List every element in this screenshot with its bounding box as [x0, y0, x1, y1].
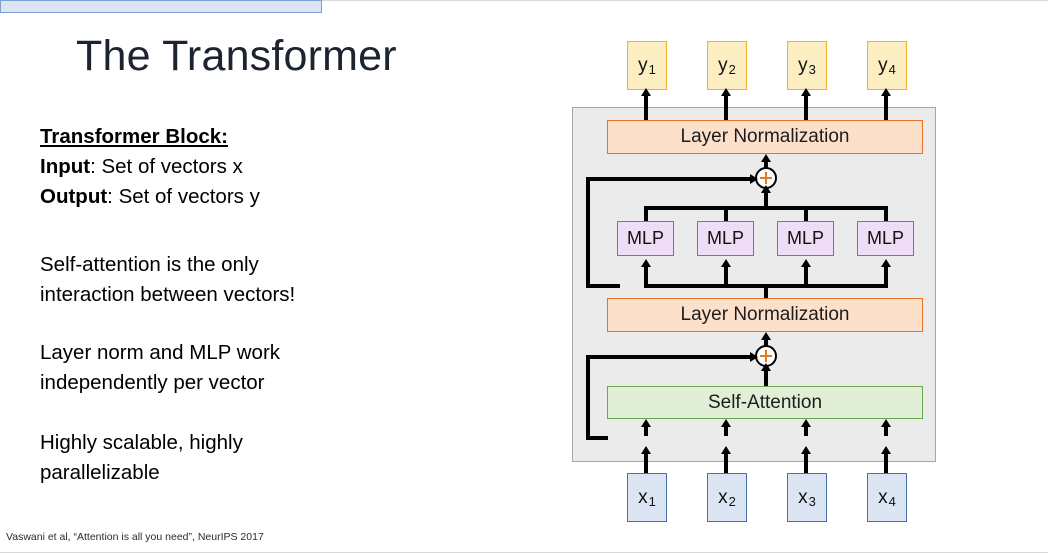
- paragraph-layer-norm: Layer norm and MLP work independently pe…: [40, 338, 280, 398]
- arrowhead-to-mlp3: [800, 259, 811, 267]
- output-box-y2: y2: [707, 41, 747, 90]
- arrowhead-bus-to-attention-3: [800, 419, 811, 427]
- input-box-x4: x4: [867, 473, 907, 522]
- wire-bus-to-attention-3: [804, 426, 808, 436]
- wire-x2-to-bus: [724, 453, 728, 475]
- wire-x3-to-bus: [804, 453, 808, 475]
- input-box-x3: x3: [787, 473, 827, 522]
- paragraph-line: parallelizable: [40, 461, 160, 484]
- arrowhead-x2-to-bus: [720, 446, 731, 454]
- paragraph-line: Layer norm and MLP work: [40, 341, 281, 364]
- wire-skip-top-vertical: [586, 177, 590, 288]
- wire-bus-to-attention-2: [724, 426, 728, 436]
- input-vector-bus: [0, 0, 322, 13]
- input-label-x1: x1: [638, 486, 656, 509]
- wire-skip-top-horizontal: [586, 177, 756, 181]
- mlp-box-1: MLP: [617, 221, 674, 256]
- input-label-x3: x3: [798, 486, 816, 509]
- output-label-y1: y1: [638, 54, 656, 77]
- wire-ln-to-y1: [644, 95, 648, 120]
- output-label-y2: y2: [718, 54, 736, 77]
- input-label-x2: x2: [718, 486, 736, 509]
- arrowhead-to-mlp2: [720, 259, 731, 267]
- output-label-y4: y4: [878, 54, 896, 77]
- wire-bus-to-attention-4: [884, 426, 888, 436]
- output-text: : Set of vectors y: [107, 185, 260, 208]
- arrowhead-mlp-merge-to-plus: [760, 185, 771, 193]
- wire-skip-bottom-vertical: [586, 355, 590, 440]
- output-label: Output: [40, 185, 108, 208]
- input-text: : Set of vectors x: [90, 155, 243, 178]
- arrowhead-bus-to-attention-2: [720, 419, 731, 427]
- wire-x1-to-bus: [644, 453, 648, 475]
- wire-skip-bottom-horizontal: [586, 355, 756, 359]
- arrowhead-to-mlp4: [880, 259, 891, 267]
- mlp-box-3: MLP: [777, 221, 834, 256]
- arrowhead-x3-to-bus: [800, 446, 811, 454]
- wire-to-mlp2: [724, 266, 728, 284]
- output-box-y1: y1: [627, 41, 667, 90]
- summary-heading: Transformer Block:: [40, 125, 228, 148]
- paragraph-line: interaction between vectors!: [40, 283, 296, 306]
- wire-to-mlp3: [804, 266, 808, 284]
- paragraph-self-attention: Self-attention is the only interaction b…: [40, 250, 295, 310]
- wire-plus-top-to-ln: [764, 162, 768, 169]
- arrowhead-plus-bottom-to-ln: [760, 332, 771, 340]
- arrowhead-to-y1: [640, 88, 651, 96]
- wire-ln-bottom-to-mlp-bus: [764, 284, 768, 299]
- wire-mlp1-output: [644, 206, 648, 223]
- wire-mlp2-output: [724, 206, 728, 223]
- wire-mlp3-output: [804, 206, 808, 223]
- layer-normalization-bottom: Layer Normalization: [607, 298, 923, 332]
- input-box-x2: x2: [707, 473, 747, 522]
- wire-skip-top-tap: [586, 284, 620, 288]
- page-title: The Transformer: [76, 32, 397, 80]
- wire-attention-to-plus: [764, 368, 768, 386]
- input-label: Input: [40, 155, 91, 178]
- wire-plus-bottom-to-ln: [764, 340, 768, 347]
- wire-ln-to-y4: [884, 95, 888, 120]
- mlp-box-2: MLP: [697, 221, 754, 256]
- wire-mlp4-output: [884, 206, 888, 223]
- output-box-y4: y4: [867, 41, 907, 90]
- arrowhead-to-y2: [720, 88, 731, 96]
- arrowhead-x4-to-bus: [880, 446, 891, 454]
- transformer-block-summary: Transformer Block: Input: Set of vectors…: [40, 122, 260, 212]
- arrowhead-x1-to-bus: [640, 446, 651, 454]
- input-label-x4: x4: [878, 486, 896, 509]
- citation-text: Vaswani et al, “Attention is all you nee…: [6, 531, 264, 543]
- arrowhead-to-y3: [800, 88, 811, 96]
- arrowhead-to-y4: [880, 88, 891, 96]
- arrowhead-skip-top: [750, 173, 758, 184]
- input-box-x1: x1: [627, 473, 667, 522]
- wire-x4-to-bus: [884, 453, 888, 475]
- paragraph-line: independently per vector: [40, 371, 265, 394]
- arrowhead-plus-top-to-ln: [760, 154, 771, 162]
- arrowhead-skip-bottom: [750, 351, 758, 362]
- output-label-y3: y3: [798, 54, 816, 77]
- wire-ln-to-y2: [724, 95, 728, 120]
- paragraph-line: Highly scalable, highly: [40, 431, 243, 454]
- wire-mlp-output-bus: [644, 206, 888, 210]
- wire-bus-to-attention-1: [644, 426, 648, 436]
- wire-to-mlp1: [644, 266, 648, 284]
- wire-ln-to-y3: [804, 95, 808, 120]
- layer-normalization-top: Layer Normalization: [607, 120, 923, 154]
- paragraph-line: Self-attention is the only: [40, 253, 259, 276]
- summary-output-line: Output: Set of vectors y: [40, 182, 260, 212]
- wire-to-mlp4: [884, 266, 888, 284]
- top-divider: [0, 0, 1048, 1]
- arrowhead-attention-to-plus: [760, 363, 771, 371]
- arrowhead-bus-to-attention-4: [880, 419, 891, 427]
- mlp-box-4: MLP: [857, 221, 914, 256]
- wire-mlp-merge-to-plus: [764, 190, 768, 207]
- paragraph-scalability: Highly scalable, highly parallelizable: [40, 428, 243, 488]
- output-box-y3: y3: [787, 41, 827, 90]
- wire-skip-bottom-tap: [586, 436, 608, 440]
- self-attention-block: Self-Attention: [607, 386, 923, 419]
- arrowhead-to-mlp1: [640, 259, 651, 267]
- arrowhead-bus-to-attention-1: [640, 419, 651, 427]
- summary-input-line: Input: Set of vectors x: [40, 152, 260, 182]
